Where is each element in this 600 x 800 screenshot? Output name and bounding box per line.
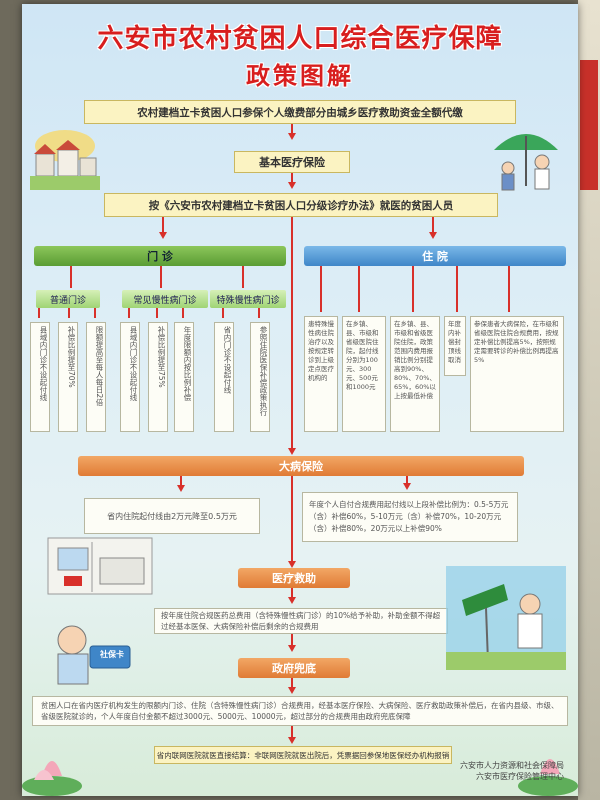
target-people-box: 按《六安市农村建档立卡贫困人口分级诊疗办法》就医的贫困人员 bbox=[104, 193, 498, 217]
outpatient-chronic: 常见慢性病门诊 bbox=[122, 290, 208, 308]
lotus-right-decoration bbox=[518, 759, 578, 796]
inpatient-col-4: 年度内补偿封顶线取消 bbox=[444, 316, 466, 376]
wall-background bbox=[578, 0, 600, 800]
issuer-signature: 六安市人力资源和社会保障局 六安市医疗保险管理中心 bbox=[460, 760, 564, 782]
medical-aid-text: 按年度住院合规医药总费用（含特殊慢性病门诊）的10%给予补助，补助金额不得超过经… bbox=[154, 608, 448, 634]
outpatient-col-8: 参照住院医保补偿政策执行 bbox=[250, 322, 270, 432]
policy-poster: 六安市农村贫困人口综合医疗保障 政策图解 农村建档立卡贫困人口参保个人缴费部分由… bbox=[22, 4, 578, 796]
premium-subsidy-box: 农村建档立卡贫困人口参保个人缴费部分由城乡医疗救助资金全额代缴 bbox=[84, 100, 516, 124]
doctor-sign-illustration bbox=[446, 566, 566, 670]
outpatient-header: 门 诊 bbox=[34, 246, 286, 266]
village-illustration bbox=[30, 130, 100, 190]
outpatient-col-5: 补偿比例提至75% bbox=[148, 322, 168, 432]
basic-insurance-box: 基本医疗保险 bbox=[234, 151, 350, 173]
elderly-card-illustration bbox=[57, 625, 131, 685]
critical-illness-header: 大病保险 bbox=[78, 456, 524, 476]
inpatient-col-3: 在乡镇、县、市级和省级医院住院，政策范围内费用报销比例分别提高到90%、80%、… bbox=[390, 316, 440, 432]
inpatient-col-2: 在乡镇、县、市级和省级医院住院，起付线分别为100元、300元、500元和100… bbox=[342, 316, 386, 432]
issuer-line-1: 六安市人力资源和社会保障局 bbox=[460, 761, 564, 770]
inpatient-header: 住 院 bbox=[304, 246, 566, 266]
outpatient-col-3: 限额提高至每人每日2倍 bbox=[86, 322, 106, 432]
hospital-illustration bbox=[47, 537, 153, 595]
poster-title: 六安市农村贫困人口综合医疗保障 bbox=[97, 24, 503, 54]
issuer-line-2: 六安市医疗保险管理中心 bbox=[476, 772, 564, 781]
government-text: 贫困人口在省内医疗机构发生的限额内门诊、住院（含特殊慢性病门诊）合规费用，经基本… bbox=[32, 696, 568, 726]
medical-aid-header: 医疗救助 bbox=[238, 568, 350, 588]
wall-red-poster-edge bbox=[580, 60, 598, 190]
inpatient-col-5: 参保患者大病保险，在市级和省级医院住院合规费用，按规定补偿比例提高5%，按照规定… bbox=[470, 316, 564, 432]
ci-reimbursement-box: 年度个人自付合规费用起付线以上段补偿比例为：0.5-5万元（含）补偿60%，5-… bbox=[302, 492, 518, 542]
outpatient-col-6: 年度限额内按比例补偿 bbox=[174, 322, 194, 432]
ci-threshold-box: 省内住院起付线由2万元降至0.5万元 bbox=[84, 498, 260, 534]
doctor-umbrella-illustration bbox=[494, 134, 558, 191]
outpatient-general: 普通门诊 bbox=[36, 290, 100, 308]
social-security-card-label: 社保卡 bbox=[100, 650, 124, 659]
outpatient-col-4: 县域内门诊不设起付线 bbox=[120, 322, 140, 432]
outpatient-col-7: 省内门诊不设起付线 bbox=[214, 322, 234, 432]
inpatient-col-1: 患特殊慢性病住院治疗以及按规定转诊到上级定点医疗机构的 bbox=[304, 316, 338, 432]
outpatient-special-chronic: 特殊慢性病门诊 bbox=[210, 290, 286, 308]
outpatient-col-2: 补偿比例提至70% bbox=[58, 322, 78, 432]
lotus-left-decoration bbox=[22, 761, 82, 796]
settlement-text: 省内联网医院就医直接结算：非联网医院就医出院后，凭票据回参保地医保经办机构报销 bbox=[154, 746, 452, 764]
outpatient-col-1: 县域内门诊不设起付线 bbox=[30, 322, 50, 432]
poster-subtitle: 政策图解 bbox=[246, 62, 354, 90]
government-header: 政府兜底 bbox=[238, 658, 350, 678]
